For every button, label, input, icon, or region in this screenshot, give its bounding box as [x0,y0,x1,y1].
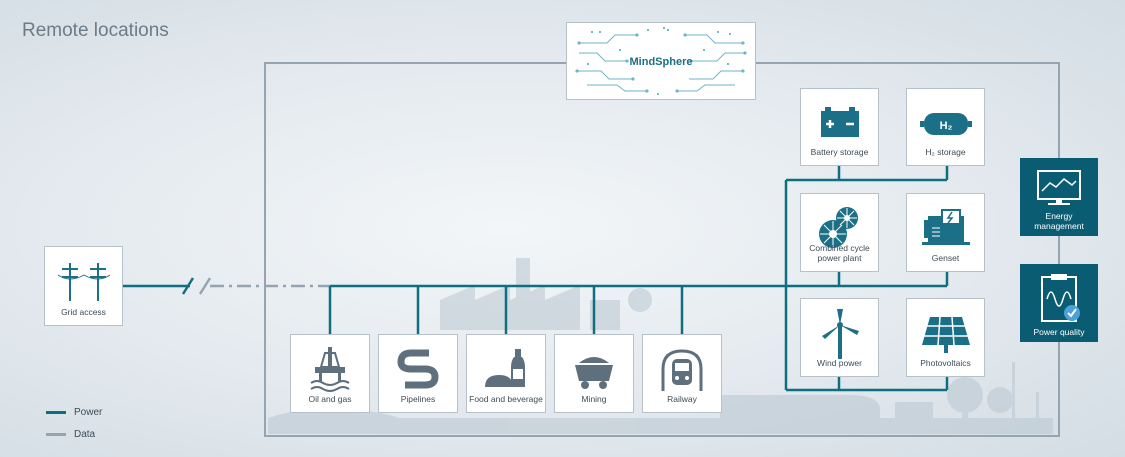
pipelines-label: Pipelines [400,393,436,404]
wind-power-label: Wind power [817,357,862,368]
wind-power-tile[interactable]: Wind power [800,298,879,377]
break-mark-left [181,277,195,295]
combined-cycle-tile[interactable]: Combined cycle power plant [800,193,879,272]
legend-data: Data [46,429,95,440]
h2-storage-tile[interactable]: H₂ H₂ storage [906,88,985,166]
legend-power-swatch [46,410,66,414]
mining-tile[interactable]: Mining [554,334,634,413]
page-title: Remote locations [22,20,169,41]
h2-badge: H₂ [939,120,952,132]
legend-data-swatch [46,432,66,436]
grid-access-tile[interactable]: Grid access [44,246,123,326]
solar-panel-icon [907,309,984,357]
train-icon [643,345,721,393]
genset-icon [907,204,984,252]
pipeline-icon [379,345,457,393]
legend-power: Power [46,407,102,418]
photovoltaics-tile[interactable]: Photovoltaics [906,298,985,377]
power-pylon-icon [45,257,122,305]
energy-management-tile[interactable]: Energy management [1020,158,1098,236]
oil-and-gas-label: Oil and gas [308,393,352,404]
mindsphere-circuit-icon [575,27,747,95]
hydrogen-tank-icon: H₂ [907,99,984,147]
legend-data-label: Data [74,429,96,440]
photovoltaics-label: Photovoltaics [920,357,971,368]
h2-storage-label: H₂ storage [925,146,966,157]
oil-rig-icon [291,345,369,393]
food-and-beverage-tile[interactable]: Food and beverage [466,334,546,413]
railway-label: Railway [667,393,697,404]
clipboard-waveform-icon [1021,271,1097,325]
mine-cart-icon [555,345,633,393]
genset-tile[interactable]: Genset [906,193,985,272]
mindsphere-label: MindSphere [629,56,693,68]
power-quality-tile[interactable]: Power quality [1020,264,1098,342]
food-and-beverage-label: Food and beverage [469,393,543,404]
battery-storage-tile[interactable]: Battery storage [800,88,879,166]
wind-turbine-icon [801,309,878,359]
legend-power-label: Power [74,407,103,418]
oil-and-gas-tile[interactable]: Oil and gas [290,334,370,413]
bread-bottle-icon [467,345,545,393]
monitor-chart-icon [1021,169,1097,209]
grid-access-label: Grid access [61,306,106,317]
battery-icon [801,99,878,147]
energy-management-label: Energy management [1034,211,1084,231]
mindsphere-box[interactable]: MindSphere [566,22,756,100]
turbine-icon [801,204,878,252]
battery-storage-label: Battery storage [810,146,869,157]
railway-tile[interactable]: Railway [642,334,722,413]
genset-label: Genset [931,252,960,263]
combined-cycle-label: Combined cycle power plant [809,243,870,263]
pipelines-tile[interactable]: Pipelines [378,334,458,413]
mining-label: Mining [581,393,607,404]
power-quality-label: Power quality [1033,326,1085,337]
break-mark-right [198,277,212,295]
